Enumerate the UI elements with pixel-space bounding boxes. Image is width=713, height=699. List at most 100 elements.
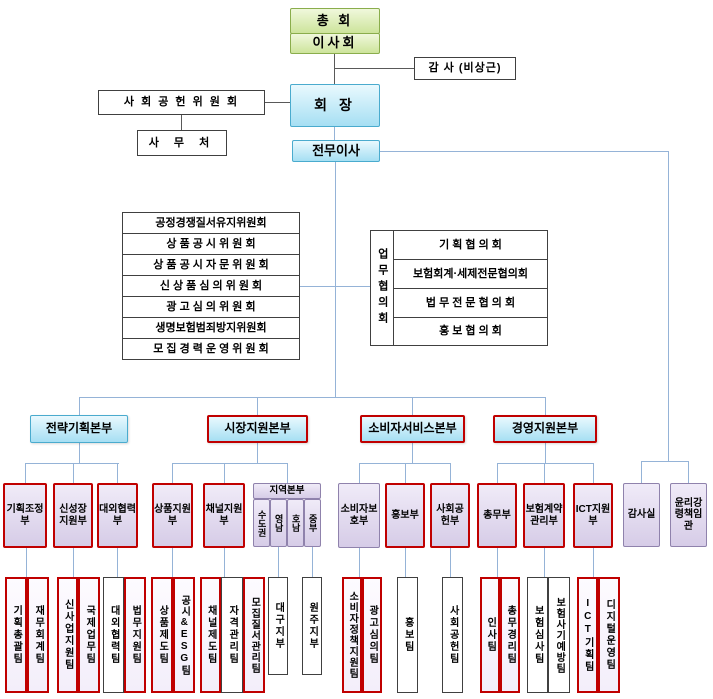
connector-line [257,397,258,415]
connector-line [172,463,173,483]
council-row: 홍 보 협 의 회 [393,317,548,346]
team-box: 상품제도팀 [151,577,173,693]
audit-office-box: 감사실 [623,483,660,547]
connector-line [545,443,546,463]
council-row: 법 무 전 문 협 의 회 [393,288,548,318]
connector-line [641,461,689,462]
committee-row: 광 고 심 의 위 원 회 [122,296,300,318]
connector-line [172,463,287,464]
department-box: 대외협력부 [97,483,138,548]
general-meeting-box: 총 회 [290,8,380,34]
connector-line [405,463,406,483]
branch-box: 수도권 [253,499,270,547]
department-box: 총무부 [477,483,517,548]
connector-line [334,127,335,140]
team-box: 사회공헌팀 [442,577,463,693]
committee-row: 상 품 공 시 위 원 회 [122,233,300,255]
department-box: 신성장지원부 [53,483,93,548]
committee-row: 공정경쟁질서유지위원회 [122,212,300,234]
connector-line [545,397,546,415]
connector-line [497,463,498,483]
connector-line [450,548,451,577]
connector-line [312,547,313,577]
team-box: 광고심의팀 [362,577,382,693]
council-row: 기 획 협 의 회 [393,230,548,260]
department-box: 소비자보호부 [338,483,380,548]
division-strategic-planning: 전략기획본부 [30,415,128,443]
connector-line [544,463,545,483]
division-market-support: 시장지원본부 [207,415,308,443]
team-box: 기획총괄팀 [5,577,27,693]
department-box: ICT지원부 [573,483,613,548]
division-management-support: 경영지원본부 [493,415,597,443]
connector-line [79,397,546,398]
team-box: 보험심사팀 [527,577,548,693]
connector-line [224,548,225,577]
connector-line [117,463,118,483]
connector-line [544,548,545,577]
team-box: 소비자정책지원팀 [342,577,362,693]
team-box: 모집질서관리팀 [243,577,265,693]
division-consumer-service: 소비자서비스본부 [360,415,465,443]
business-council-label: 업무협의회 [370,230,394,346]
team-box: 총무경리팀 [500,577,520,693]
ethics-officer-box: 윤리강령책임관 [670,483,707,547]
team-box: 자격관리팀 [221,577,243,693]
connector-line [668,151,669,462]
team-box: 대구지부 [268,577,288,675]
team-box: 공시&ESG팀 [173,577,195,693]
committee-row: 모 집 경 력 운 영 위 원 회 [122,338,300,360]
connector-line [25,463,26,483]
connector-line [412,397,413,415]
branch-box: 중부 [304,499,321,547]
secretariat-box: 사 무 처 [137,130,227,156]
connector-line [117,548,118,577]
team-box: 대외협력팀 [103,577,124,693]
connector-line [380,151,668,152]
connector-line [172,548,173,577]
team-box: 재무회계팀 [27,577,49,693]
connector-line [405,548,406,577]
department-box: 채널지원부 [203,483,245,548]
connector-line [25,463,119,464]
connector-line [181,115,182,130]
connector-line [73,463,74,483]
team-box: ICT기획팀 [577,577,598,693]
connector-line [334,68,414,69]
department-box: 사회공헌부 [430,483,470,548]
connector-line [497,548,498,577]
team-box: 국제업무팀 [78,577,100,693]
executive-director-box: 전무이사 [292,140,380,162]
team-box: 디지털운영팀 [598,577,620,693]
connector-line [265,102,290,103]
connector-line [593,463,594,483]
connector-line [497,463,594,464]
regional-hq-header: 지역본부 [253,483,321,499]
committee-row: 상 품 공 시 자 문 위 원 회 [122,254,300,276]
team-box: 보험사기예방팀 [548,577,570,693]
council-row: 보험회계·세제전문협의회 [393,259,548,289]
department-box: 상품지원부 [152,483,193,548]
connector-line [641,461,642,483]
team-box: 신사업지원팀 [57,577,78,693]
connector-line [278,547,279,577]
connector-line [79,443,80,463]
connector-line [335,162,336,398]
branch-box: 호남 [287,499,304,547]
chairman-box: 회 장 [290,84,380,127]
branch-box: 영남 [270,499,287,547]
team-box: 인사팀 [480,577,500,693]
connector-line [593,548,594,577]
connector-line [450,463,451,483]
connector-line [257,443,258,463]
department-box: 보험계약관리부 [523,483,565,548]
auditor-box: 감 사 (비상근) [414,57,516,80]
team-box: 원주지부 [302,577,322,675]
team-box: 홍보팀 [397,577,418,693]
connector-line [287,463,288,483]
social-contribution-committee-box: 사 회 공 헌 위 원 회 [98,90,265,115]
department-box: 홍보부 [385,483,425,548]
connector-line [412,443,413,463]
department-box: 기획조정부 [3,483,47,548]
